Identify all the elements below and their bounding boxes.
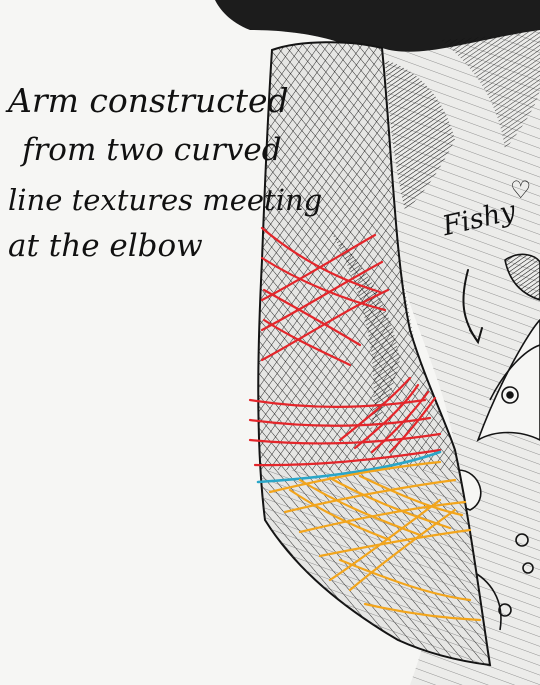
arrow-down-icon [462, 269, 483, 345]
annotation-line-3: line textures meeting [8, 183, 323, 217]
annotation-line-2: from two curved [22, 132, 282, 168]
fish-motif [455, 253, 540, 631]
torso-shading [382, 30, 540, 685]
heart-icon: ♡ [510, 176, 532, 204]
elbow-line [256, 450, 442, 484]
annotation-line-1: Arm constructed [8, 81, 289, 120]
upper-arm-strokes [248, 226, 442, 467]
forearm-strokes [268, 460, 482, 622]
annotation-line-4: at the elbow [8, 228, 203, 264]
